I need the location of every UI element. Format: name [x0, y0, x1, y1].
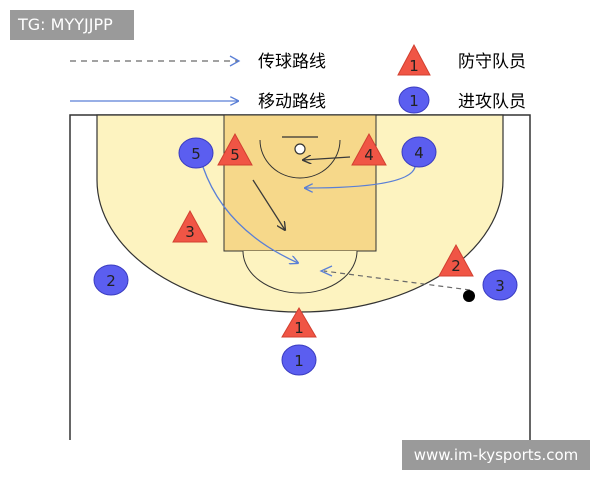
legend-attacker-icon: 1	[398, 86, 430, 114]
defender-5: 5	[217, 132, 253, 166]
watermark-bottom: www.im-kysports.com	[402, 440, 590, 470]
court	[69, 114, 531, 440]
svg-text:1: 1	[294, 319, 304, 337]
legend-defender-label: 防守队员	[458, 52, 526, 72]
rim	[294, 143, 306, 155]
legend-defender-icon: 1	[397, 43, 431, 76]
svg-text:2: 2	[451, 257, 461, 275]
svg-text:5: 5	[191, 145, 201, 163]
free-throw-circle	[242, 250, 358, 294]
svg-text:4: 4	[414, 144, 424, 162]
pass-route-3	[323, 270, 471, 291]
defender-4: 4	[351, 132, 387, 166]
attacker-3: 3	[482, 269, 518, 301]
move-route-4	[305, 166, 416, 188]
routes	[202, 157, 471, 291]
legend-pass-label: 传球路线	[258, 52, 326, 72]
attacker-2: 2	[93, 264, 129, 296]
restricted-arc	[259, 139, 341, 179]
ball	[463, 290, 475, 302]
defender-route-5	[252, 179, 285, 230]
defender-route-4	[303, 157, 351, 160]
svg-text:1: 1	[409, 92, 419, 110]
legend: 传球路线 移动路线 1 防守队员 1 进攻队员	[70, 43, 526, 114]
watermark-top: TG: MYYJJPP	[10, 10, 134, 40]
svg-text:5: 5	[230, 146, 240, 164]
move-route-5	[202, 166, 298, 263]
paint-area	[223, 114, 377, 252]
legend-move-label: 移动路线	[258, 92, 326, 112]
svg-text:3: 3	[185, 223, 195, 241]
attacker-5: 5	[178, 137, 214, 169]
defender-2: 2	[438, 243, 474, 277]
svg-text:4: 4	[364, 146, 374, 164]
defender-3: 3	[172, 209, 208, 243]
svg-text:1: 1	[409, 57, 419, 75]
svg-text:1: 1	[294, 352, 304, 370]
legend-attacker-label: 进攻队员	[458, 92, 526, 112]
attacker-4: 4	[401, 136, 437, 168]
svg-text:2: 2	[106, 272, 116, 290]
svg-text:3: 3	[495, 277, 505, 295]
defender-1: 1	[281, 307, 317, 338]
attacker-1: 1	[281, 344, 317, 376]
